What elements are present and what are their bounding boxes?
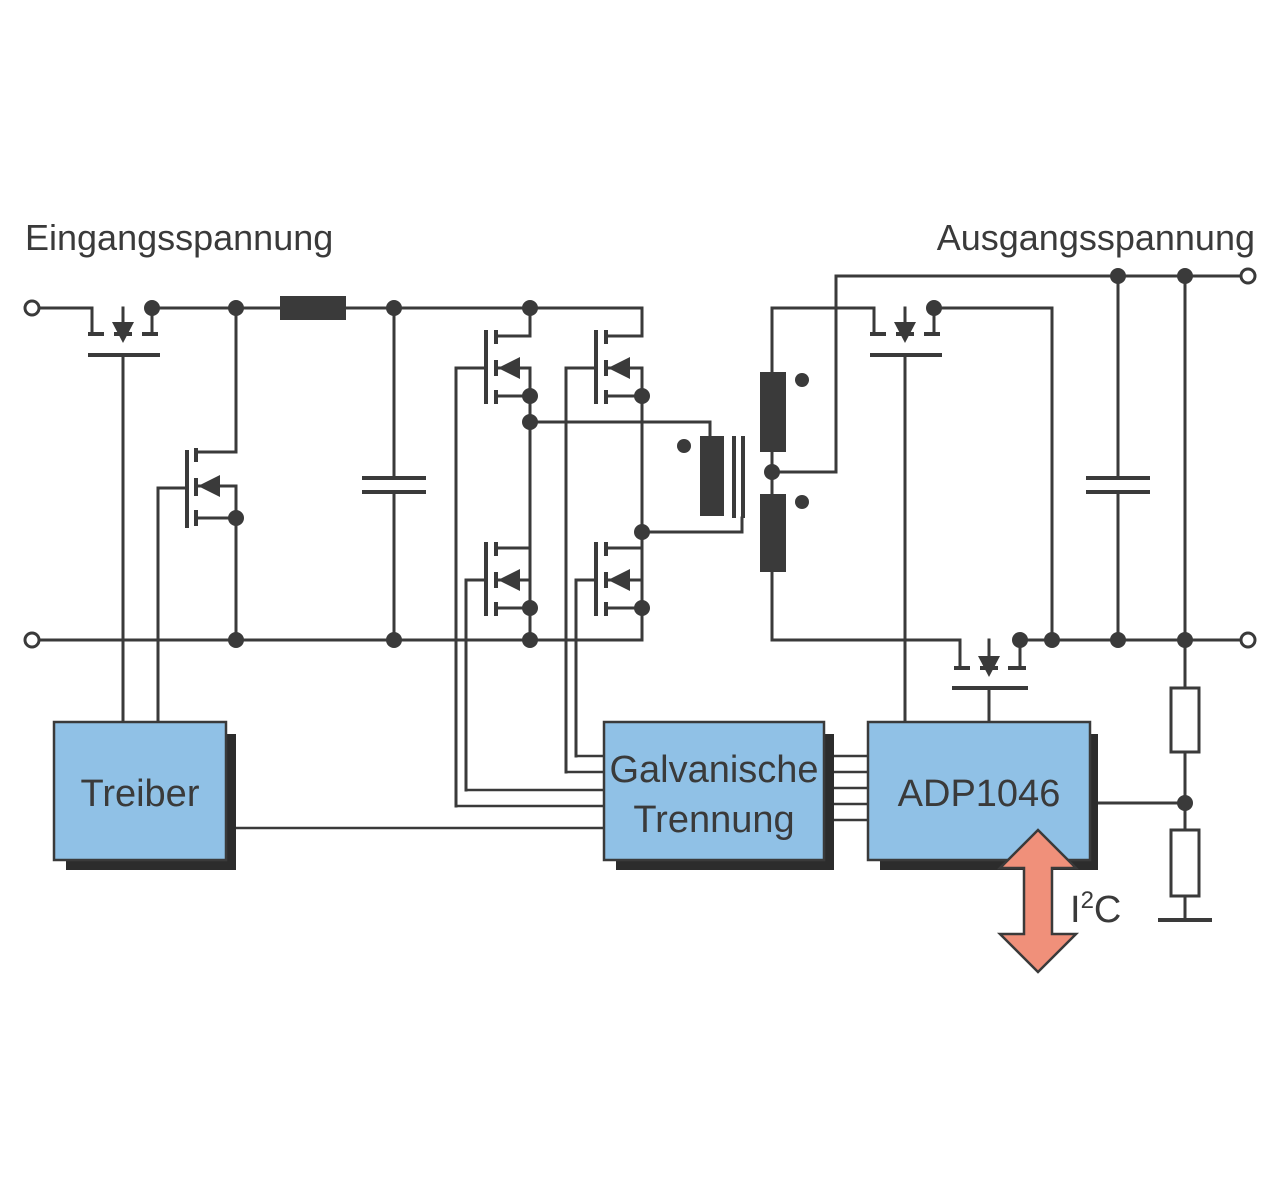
input-voltage-label: Eingangsspannung: [25, 217, 333, 258]
divider-resistor-bottom: [1169, 828, 1201, 898]
driver-block: Treiber: [52, 720, 236, 870]
junction-dots: [144, 268, 1193, 811]
input-rails: [23, 299, 644, 649]
output-oring-mosfet: [952, 638, 1028, 722]
controller-block-label: ADP1046: [898, 773, 1061, 815]
output-capacitor: [1086, 274, 1150, 642]
inrush-mosfet: [156, 306, 238, 722]
i2c-label-base: I: [1070, 889, 1081, 931]
i2c-label: I2C: [1070, 887, 1121, 931]
transformer-primary: [677, 420, 745, 518]
controller-block: ADP1046: [866, 720, 1098, 870]
isolation-to-controller-bus: [828, 754, 868, 822]
transformer-secondary: [760, 274, 1242, 642]
i2c-label-tail: C: [1094, 889, 1121, 931]
isolation-block-label-line2: Trennung: [633, 799, 794, 841]
i2c-label-superscript: 2: [1081, 887, 1094, 914]
divider-resistor-top: [1169, 686, 1201, 754]
gate-signal-wires: [236, 754, 604, 830]
driver-block-label: Treiber: [81, 773, 200, 815]
output-terminal-bottom: [1239, 631, 1257, 649]
output-rails: [1018, 267, 1257, 649]
isolation-block: Galvanische Trennung: [602, 720, 834, 870]
output-sr-mosfet-top: [828, 306, 1054, 722]
voltage-divider: [1088, 274, 1212, 922]
bridge-mosfet-q3: [464, 542, 532, 792]
input-inductor: [280, 296, 346, 320]
i2c-bus-arrow: [996, 828, 1080, 974]
input-capacitor: [362, 306, 426, 642]
isolation-block-label-line1: Galvanische: [609, 749, 818, 791]
output-terminal-top: [1239, 267, 1257, 285]
output-voltage-label: Ausgangsspannung: [937, 217, 1255, 258]
input-terminal-top: [23, 299, 41, 317]
bridge-mosfet-q2: [564, 330, 644, 774]
bridge-mosfet-q1: [454, 330, 532, 808]
input-series-mosfet: [88, 306, 160, 722]
input-terminal-bottom: [23, 631, 41, 649]
